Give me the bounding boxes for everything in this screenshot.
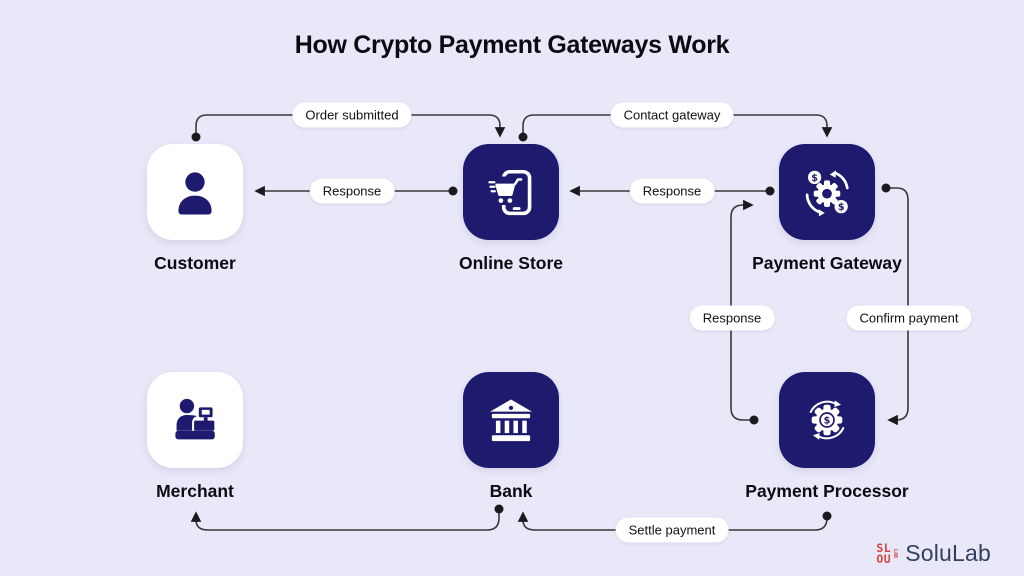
merchant-label: Merchant <box>156 481 234 501</box>
bank-box <box>463 372 559 468</box>
flow-label-contact-gateway: Contact gateway <box>610 102 734 128</box>
arrow-bank-to-merchant <box>190 504 504 531</box>
solulab-logo: SL OU LAB SoluLab <box>876 540 991 567</box>
flow-label-order-submitted: Order submitted <box>292 102 412 128</box>
cashier-register-icon <box>175 398 215 440</box>
mobile-shopping-cart-icon <box>488 169 532 216</box>
customer-label: Customer <box>154 253 236 273</box>
flow-label-settle-payment: Settle payment <box>615 517 729 543</box>
customer-box <box>147 144 243 240</box>
online-store-label: Online Store <box>458 253 564 273</box>
merchant-box <box>147 372 243 468</box>
logo-text: SoluLab <box>905 540 991 566</box>
node-bank: Bank <box>463 372 559 502</box>
node-payment-processor: $ Payment Processor <box>745 372 909 502</box>
gear-dollar-sync-icon: $ <box>809 400 845 440</box>
online-store-box <box>463 144 559 240</box>
payment-gateway-label: Payment Gateway <box>752 253 902 273</box>
flow-label-response-processor-gateway: Response <box>689 305 775 331</box>
svg-text:$: $ <box>824 416 831 427</box>
flow-label-response-gateway-store: Response <box>629 178 715 204</box>
page-title: How Crypto Payment Gateways Work <box>294 31 730 59</box>
bank-building-icon <box>490 399 532 442</box>
payment-processor-label: Payment Processor <box>745 481 909 501</box>
node-payment-gateway: $ $ Payment Gateway <box>752 144 902 274</box>
logo-mark-side: LAB <box>892 548 899 559</box>
logo-mark-row1: SL <box>876 540 892 555</box>
payment-gateway-box: $ $ <box>779 144 875 240</box>
solulab-logo-mark-icon: SL OU LAB <box>876 540 899 566</box>
node-online-store: Online Store <box>459 144 563 274</box>
arrow-confirm-payment <box>881 183 909 426</box>
person-icon <box>178 172 212 215</box>
currency-exchange-gear-icon: $ $ <box>805 170 849 217</box>
flow-label-response-store-customer: Response <box>309 178 395 204</box>
payment-processor-box: $ <box>779 372 875 468</box>
flow-label-confirm-payment: Confirm payment <box>846 305 972 331</box>
node-merchant: Merchant <box>147 372 243 502</box>
node-customer: Customer <box>147 144 243 274</box>
svg-text:$: $ <box>811 173 818 184</box>
logo-mark-row2: OU <box>876 551 892 566</box>
bank-label: Bank <box>489 481 533 501</box>
svg-text:$: $ <box>838 202 845 213</box>
